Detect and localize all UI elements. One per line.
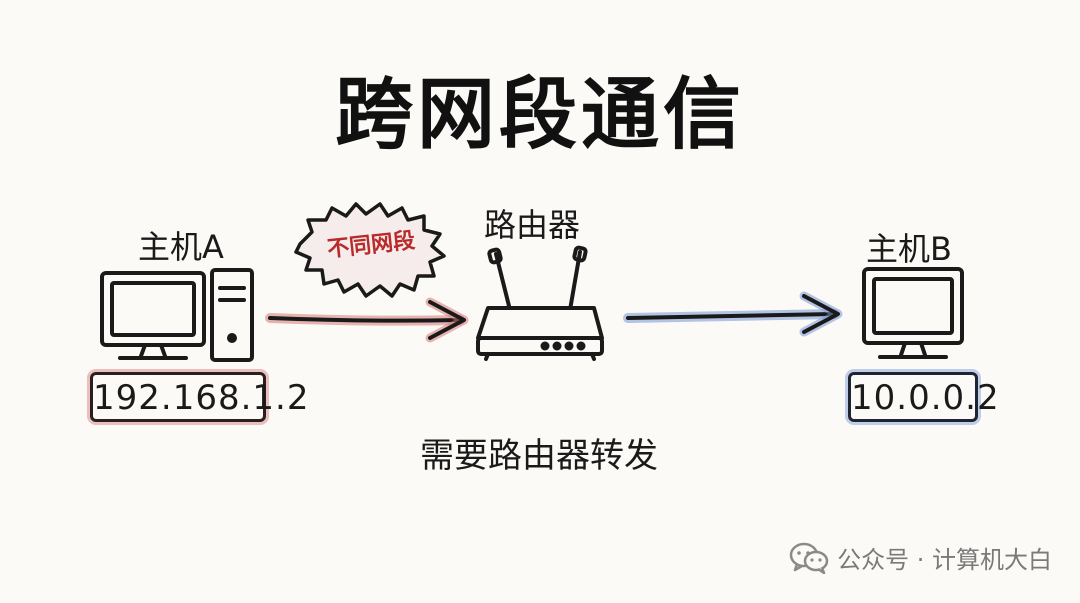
arrow-host-a-to-router — [265, 297, 469, 343]
host-a-label: 主机A — [138, 228, 224, 266]
router-label: 路由器 — [484, 206, 581, 244]
host-b-label: 主机B — [866, 230, 952, 268]
host-a-computer-icon — [100, 268, 254, 362]
watermark-text: 公众号 · 计算机大白 — [837, 546, 1052, 574]
arrow-router-to-host-b — [623, 291, 843, 337]
host-b-computer-icon — [862, 267, 964, 359]
watermark: 公众号 · 计算机大白 — [789, 540, 1052, 575]
burst-badge — [294, 202, 446, 298]
host-a-ip-address: 192.168.1.2 — [90, 372, 308, 422]
page-title: 跨网段通信 — [334, 70, 745, 160]
wechat-icon — [789, 542, 829, 574]
host-b-ip-address: 10.0.0.2 — [848, 372, 999, 422]
caption: 需要路由器转发 — [420, 436, 658, 476]
router-icon — [476, 245, 604, 361]
